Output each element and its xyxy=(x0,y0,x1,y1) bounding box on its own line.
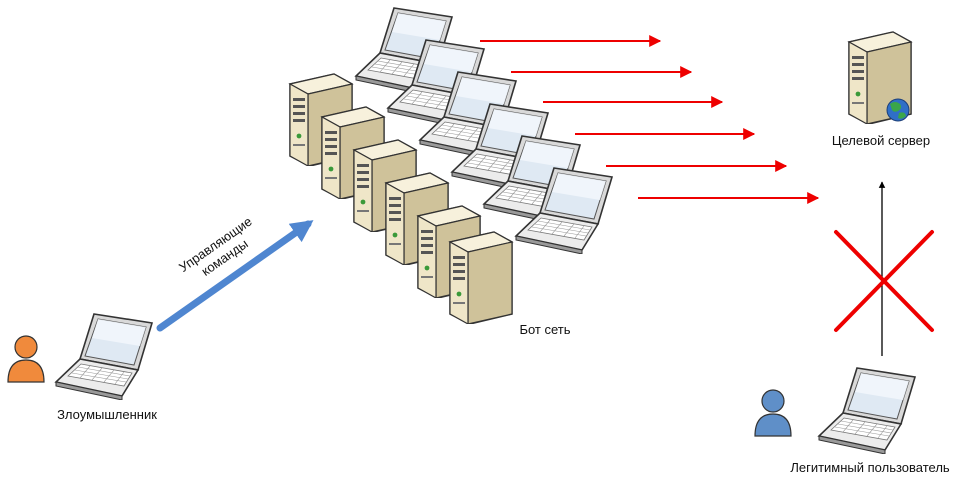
legit-label: Легитимный пользователь xyxy=(790,460,950,475)
attacker-label: Злоумышленник xyxy=(57,407,157,422)
legit-user-group: Легитимный пользователь xyxy=(754,367,950,475)
attack-arrows xyxy=(480,35,820,204)
attacker-group: Злоумышленник xyxy=(7,313,157,422)
target-server: Целевой сервер xyxy=(832,31,930,148)
globe-icon xyxy=(886,98,910,122)
command-label: Управляющие команды xyxy=(176,214,255,279)
bot-server-icon xyxy=(449,231,513,324)
attacker-person-icon xyxy=(7,335,45,383)
legit-person-icon xyxy=(754,389,792,437)
legit-laptop-icon xyxy=(818,367,916,454)
attacker-laptop-icon xyxy=(55,313,153,400)
botnet-label: Бот сеть xyxy=(519,322,570,337)
command-arrow xyxy=(156,220,314,332)
blocked-cross-icon xyxy=(834,230,934,332)
target-label: Целевой сервер xyxy=(832,133,930,148)
